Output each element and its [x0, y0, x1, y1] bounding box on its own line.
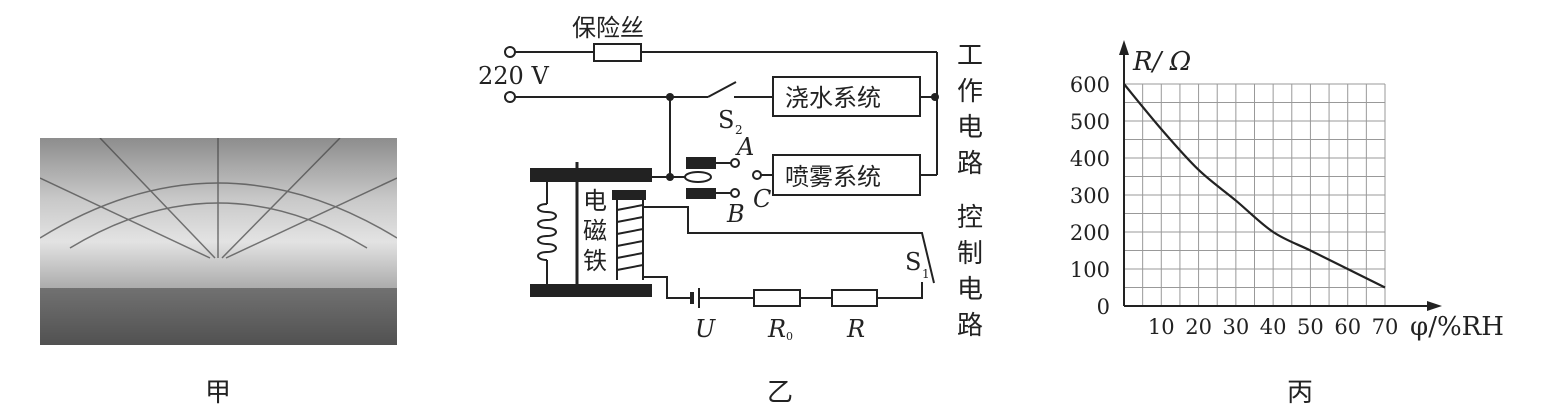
caption-bing: 丙 [1287, 378, 1314, 408]
caption-jia: 甲 [205, 378, 232, 408]
s2-sub: 2 [735, 123, 743, 137]
series-line-r [1123, 83, 1386, 289]
x-axis-label: φ/%RH [1410, 312, 1504, 342]
c-label: C [753, 185, 771, 213]
s1-sub: 1 [922, 267, 930, 281]
base-bar [530, 284, 652, 297]
armature-bar [530, 168, 652, 182]
s1-label: S [905, 248, 921, 276]
switch-s2 [707, 81, 737, 98]
spring [537, 203, 557, 261]
x-axis-arrow [1427, 301, 1442, 311]
r-label: R [846, 315, 865, 343]
u-label: U [695, 315, 716, 343]
y-tick-label: 600 [1070, 73, 1110, 97]
y-tick-label: 200 [1070, 221, 1110, 245]
voltage-label: 220 V [478, 62, 549, 90]
y-tick-label: 500 [1070, 110, 1110, 134]
y-tick-label: 100 [1070, 258, 1110, 282]
a-label: A [735, 133, 754, 161]
spray-label: 喷雾系统 [785, 163, 881, 191]
x-tick-label: 60 [1334, 315, 1361, 339]
y-tick-label: 400 [1070, 147, 1110, 171]
control-circuit-label: 控制电路 [957, 203, 984, 341]
x-tick-label: 50 [1297, 315, 1324, 339]
caption-yi: 乙 [767, 378, 794, 408]
electromagnet-label: 电磁铁 [583, 187, 607, 275]
x-tick-label: 70 [1372, 315, 1399, 339]
b-label: B [726, 200, 745, 228]
armature-contact [684, 171, 712, 183]
coil [616, 204, 644, 271]
x-tick-label: 10 [1148, 315, 1175, 339]
core-top [612, 190, 646, 200]
y-tick-label: 300 [1070, 184, 1110, 208]
y-tick-label: 0 [1097, 295, 1110, 319]
working-circuit-label: 工作电路 [957, 41, 984, 179]
watering-label: 浇水系统 [785, 84, 881, 112]
y-axis-arrow [1119, 40, 1129, 55]
r0-label: R [767, 315, 786, 343]
greenhouse-photo [40, 138, 397, 345]
fuse-label: 保险丝 [572, 14, 644, 42]
y-axis-label: R/ Ω [1132, 47, 1191, 77]
greenhouse-frame [40, 138, 397, 345]
x-tick-label: 20 [1185, 315, 1212, 339]
s2-label: S [718, 106, 734, 134]
x-tick-label: 40 [1260, 315, 1287, 339]
r0-sub: 0 [786, 330, 793, 343]
x-tick-label: 30 [1222, 315, 1249, 339]
